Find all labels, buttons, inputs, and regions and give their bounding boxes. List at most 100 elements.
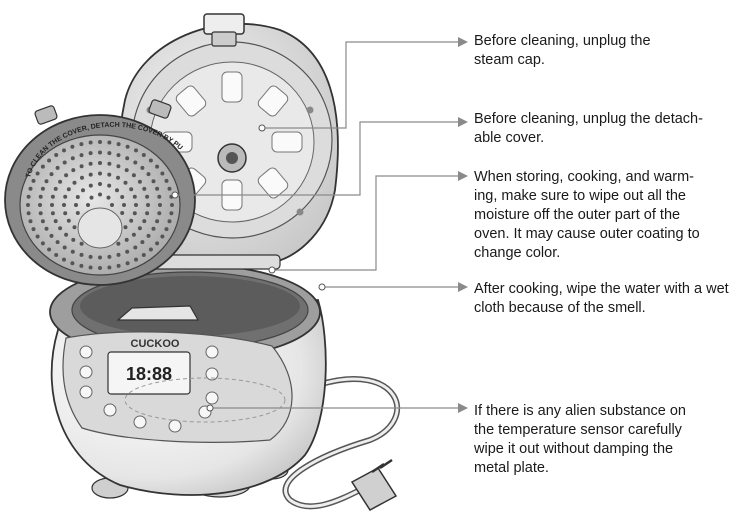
cover-hole xyxy=(47,158,52,163)
cover-hole xyxy=(98,150,102,155)
cover-hole xyxy=(71,168,76,173)
cover-hole xyxy=(137,179,142,184)
cover-hole xyxy=(88,254,93,259)
temperature-sensor xyxy=(124,377,286,423)
cover-hole xyxy=(40,186,45,191)
cover-hole xyxy=(66,187,71,192)
cover-hole xyxy=(107,265,112,270)
cover-hole xyxy=(123,180,128,185)
cover-hole xyxy=(140,240,145,245)
note-line: change color. xyxy=(474,245,561,261)
cover-hole xyxy=(79,153,84,158)
cover-hole xyxy=(107,161,112,166)
cover-hole xyxy=(169,211,174,216)
cover-hole xyxy=(79,263,84,268)
cover-hole xyxy=(116,175,120,180)
cover-hole xyxy=(129,187,134,192)
leader-lines xyxy=(175,41,460,409)
cover-hole xyxy=(81,188,85,193)
cover-hole xyxy=(55,240,60,245)
cover-hole xyxy=(137,226,142,231)
note-temperature-sensor: If there is any alien substance on the t… xyxy=(474,402,746,478)
cover-hole xyxy=(145,194,150,199)
cover-hole xyxy=(72,180,77,185)
cover-hole xyxy=(74,203,78,207)
cover-hole xyxy=(131,232,136,237)
cover-hole xyxy=(129,218,134,223)
cover-hole xyxy=(155,186,160,191)
cover-hole xyxy=(28,186,33,191)
cover-hole xyxy=(116,263,121,268)
cover-hole xyxy=(125,156,130,161)
power-plug xyxy=(350,458,398,511)
cover-hole xyxy=(142,186,147,191)
cover-hole xyxy=(157,211,162,216)
panel-buttons xyxy=(79,345,219,433)
cover-hole xyxy=(133,160,138,165)
cover-hole xyxy=(164,178,169,183)
cover-hole xyxy=(31,178,36,183)
cover-hole xyxy=(110,203,114,207)
cover-hole xyxy=(62,160,67,165)
cover-hole xyxy=(155,219,160,224)
cover-hole xyxy=(107,172,112,177)
cover-hole xyxy=(107,140,112,145)
cover-hole xyxy=(70,261,75,266)
cover-hole xyxy=(116,142,121,147)
cover-hole xyxy=(38,194,43,199)
cover-hole xyxy=(62,148,66,153)
cover-hole xyxy=(120,195,125,199)
cover-hole xyxy=(53,186,58,191)
cover-hole xyxy=(145,211,150,216)
cover-hole xyxy=(116,153,121,158)
cover-hole xyxy=(116,241,121,246)
cover-hole xyxy=(75,195,80,199)
cooker-body: 18:88 CUCKOO xyxy=(49,254,327,499)
cover-hole xyxy=(53,219,58,224)
cover-hole xyxy=(132,194,137,199)
cover-hole xyxy=(116,252,121,257)
cover-hole xyxy=(63,211,68,216)
cover-hole xyxy=(98,255,102,260)
cover-hole xyxy=(120,211,125,215)
cover-hole xyxy=(155,164,160,169)
cover-hole xyxy=(106,195,111,200)
cover-hole xyxy=(88,140,93,145)
cover-hole xyxy=(107,254,112,259)
cover-hole xyxy=(133,245,138,250)
cover-holes xyxy=(26,140,174,270)
cover-hole xyxy=(140,165,145,170)
cover-hole xyxy=(31,227,36,232)
cover-hole xyxy=(58,226,63,231)
cover-hole xyxy=(86,203,90,207)
cover-hole xyxy=(98,161,102,165)
cover-hole xyxy=(141,253,146,257)
cover-hole xyxy=(35,171,40,176)
cover-hole xyxy=(141,153,146,157)
note-line: oven. It may cause outer coating to xyxy=(474,226,700,242)
cover-hole xyxy=(72,225,77,230)
note-line: moisture off the outer part of the xyxy=(474,207,681,223)
cover-hole xyxy=(167,186,172,191)
cover-hole xyxy=(38,211,43,216)
note-line: able cover. xyxy=(474,130,545,146)
note-line: When storing, cooking, and warm- xyxy=(474,169,695,185)
cover-hole xyxy=(79,252,84,257)
cover-hole xyxy=(116,164,121,169)
cover-hole xyxy=(58,179,63,184)
cover-hole xyxy=(50,194,55,199)
cover-hole xyxy=(66,218,71,223)
cover-hole xyxy=(125,249,130,254)
cover-hole xyxy=(107,151,112,156)
display-digits: 18:88 xyxy=(126,364,172,384)
cover-hole xyxy=(124,168,129,173)
cover-hole xyxy=(98,192,102,197)
note-line: metal plate. xyxy=(474,460,549,476)
cover-hole xyxy=(134,257,138,262)
cover-hole xyxy=(157,194,162,199)
cover-hole xyxy=(158,203,162,207)
cover-hole xyxy=(47,247,52,252)
cover-hole xyxy=(148,158,153,163)
note-line: steam cap. xyxy=(474,52,545,68)
cover-hole xyxy=(40,241,45,246)
